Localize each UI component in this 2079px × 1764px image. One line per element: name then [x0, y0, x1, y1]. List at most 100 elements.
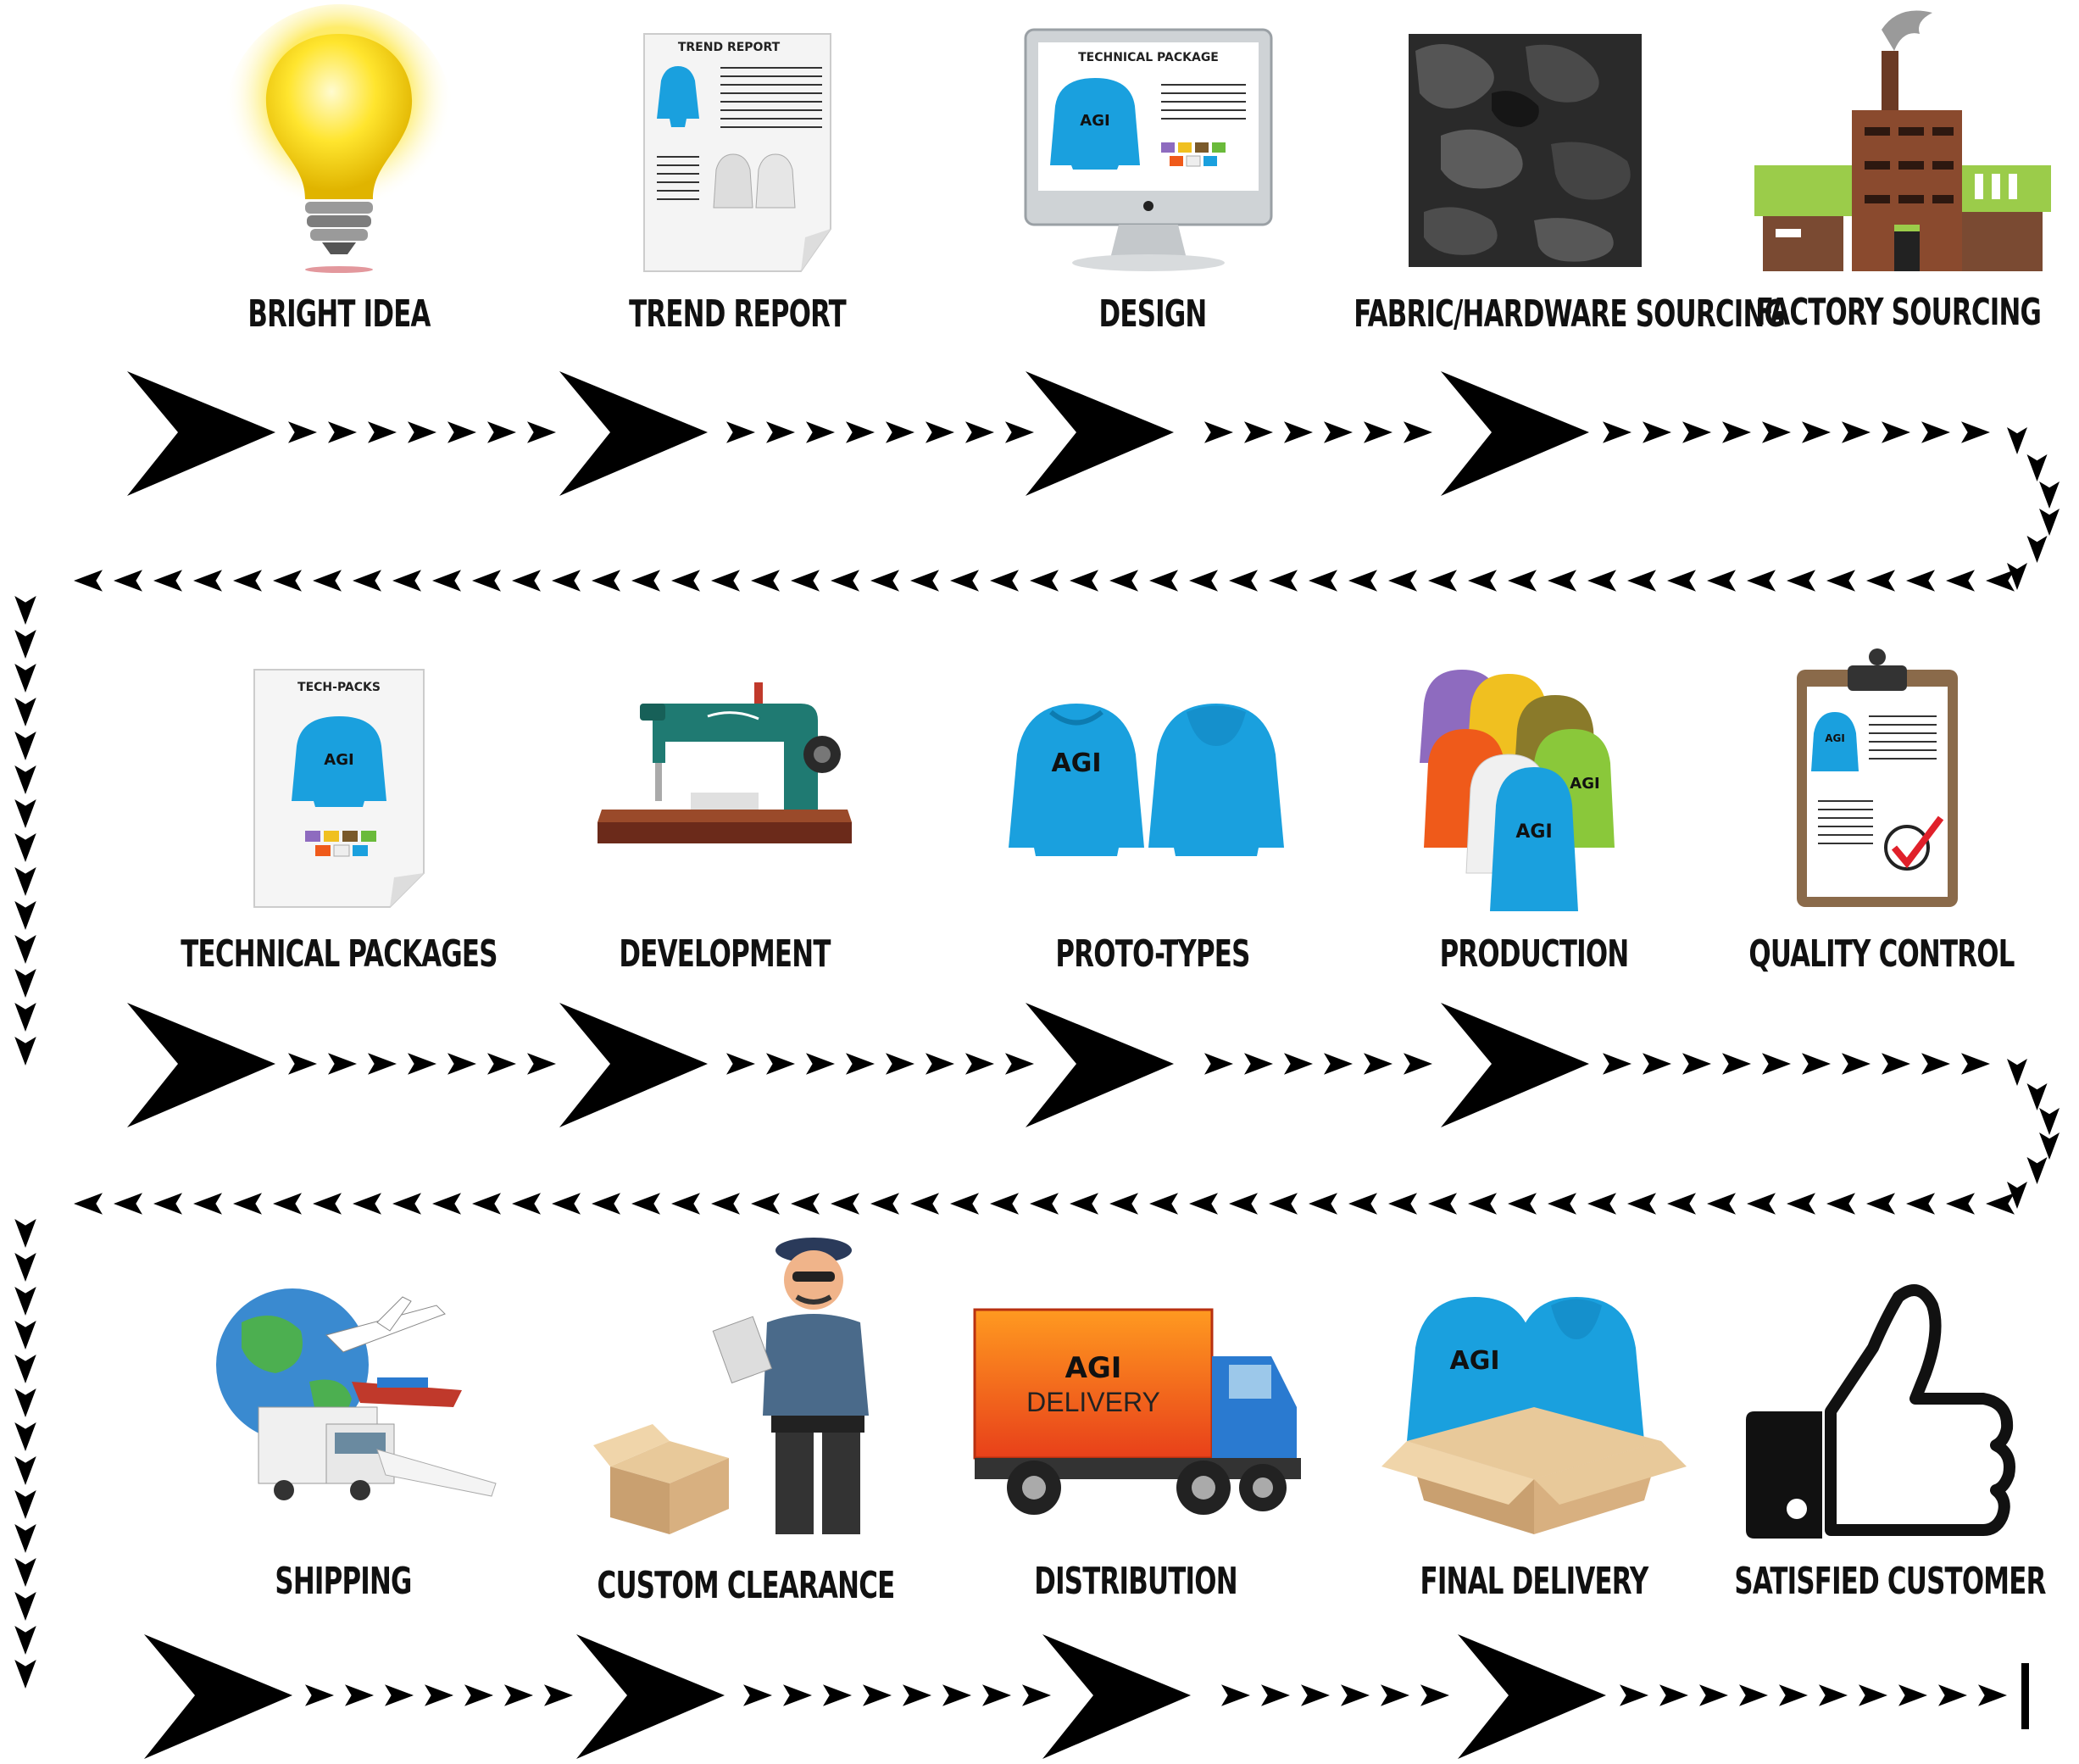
arrow-chevron: [1428, 570, 1457, 592]
arrow-chevron: [711, 570, 740, 592]
arrow-chevron: [1898, 1684, 1927, 1706]
arrow-chevron: [487, 421, 516, 443]
big-arrow: [559, 1003, 708, 1127]
arrow-chevron: [1747, 1193, 1776, 1215]
arrow-chevron: [1244, 1053, 1273, 1075]
arrow-chevron: [831, 1193, 859, 1215]
arrow-chevron: [447, 421, 476, 443]
arrow-chevron: [1866, 570, 1895, 592]
arrow-chevron: [1802, 1053, 1831, 1075]
lightbulb-icon: [153, 0, 525, 280]
globe-transport-icon: [157, 1272, 530, 1551]
arrow-chevron: [1707, 570, 1736, 592]
customs-officer-icon: [559, 1229, 932, 1551]
arrow-chevron: [1548, 570, 1576, 592]
svg-text:TECH-PACKS: TECH-PACKS: [297, 681, 381, 694]
arrow-chevron: [353, 1193, 381, 1215]
arrow-chevron: [14, 1355, 36, 1383]
arrow-chevron: [74, 1193, 103, 1215]
arrow-chevron: [1961, 421, 1990, 443]
svg-text:AGI: AGI: [1065, 1351, 1122, 1385]
big-arrow: [1441, 371, 1589, 496]
arrow-chevron: [1022, 1684, 1051, 1706]
arrow-chevron: [1643, 421, 1671, 443]
arrow-chevron: [823, 1684, 852, 1706]
arrow-chevron: [2039, 1108, 2060, 1135]
arrow-chevron: [1005, 421, 1034, 443]
arrow-chevron: [1149, 1193, 1178, 1215]
step-label: TECHNICAL PACKAGES: [181, 932, 498, 976]
arrow-chevron: [14, 664, 36, 693]
arrow-chevron: [487, 1053, 516, 1075]
arrow-chevron: [2026, 454, 2048, 481]
arrow-chevron: [1404, 421, 1432, 443]
arrow-chevron: [1348, 570, 1377, 592]
arrow-chevron: [631, 1193, 660, 1215]
arrow-chevron: [1261, 1684, 1290, 1706]
arrow-chevron: [1699, 1684, 1728, 1706]
step-label: QUALITY CONTROL: [1748, 932, 2015, 976]
arrow-chevron: [751, 1193, 780, 1215]
arrow-chevron: [14, 1422, 36, 1451]
arrow-chevron: [14, 765, 36, 794]
arrow-chevron: [1229, 1193, 1258, 1215]
arrow-chevron: [671, 570, 700, 592]
arrow-chevron: [1882, 1053, 1910, 1075]
hoodies-icon: AGI: [966, 653, 1339, 932]
arrow-chevron: [1070, 570, 1098, 592]
arrow-chevron: [791, 570, 820, 592]
arrow-chevron: [432, 1193, 461, 1215]
arrow-chevron: [153, 1193, 182, 1215]
arrow-chevron: [408, 1053, 436, 1075]
arrow-chevron: [1802, 421, 1831, 443]
arrow-chevron: [345, 1684, 374, 1706]
arrow-chevron: [1906, 1193, 1935, 1215]
arrow-chevron: [1149, 570, 1178, 592]
big-arrow: [576, 1634, 725, 1759]
arrow-chevron: [1229, 570, 1258, 592]
arrow-chevron: [392, 570, 421, 592]
arrow-chevron: [2007, 563, 2027, 590]
arrow-chevron: [552, 1193, 581, 1215]
arrow-chevron: [1508, 570, 1537, 592]
svg-text:AGI: AGI: [1825, 732, 1845, 744]
arrow-chevron: [1986, 570, 2015, 592]
svg-text:AGI: AGI: [1515, 821, 1552, 843]
arrow-chevron: [552, 570, 581, 592]
arrow-chevron: [1978, 1684, 2007, 1706]
arrow-chevron: [1341, 1684, 1370, 1706]
arrow-chevron: [2039, 509, 2060, 536]
arrow-chevron: [806, 421, 835, 443]
arrow-chevron: [671, 1193, 700, 1215]
arrow-chevron: [1627, 1193, 1656, 1215]
arrow-chevron: [846, 421, 875, 443]
arrow-chevron: [910, 570, 939, 592]
arrow-chevron: [903, 1684, 931, 1706]
arrow-chevron: [942, 1684, 971, 1706]
arrow-chevron: [527, 421, 556, 443]
arrow-chevron: [447, 1053, 476, 1075]
arrow-chevron: [464, 1684, 493, 1706]
big-arrow: [1458, 1634, 1606, 1759]
arrow-chevron: [1826, 570, 1855, 592]
arrow-chevron: [863, 1684, 892, 1706]
arrow-chevron: [1587, 1193, 1616, 1215]
arrow-chevron: [783, 1684, 812, 1706]
arrow-chevron: [1301, 1684, 1330, 1706]
arrow-chevron: [766, 421, 795, 443]
arrow-chevron: [14, 1388, 36, 1417]
arrow-chevron: [273, 570, 302, 592]
arrow-chevron: [1667, 570, 1696, 592]
arrow-chevron: [766, 1053, 795, 1075]
arrow-chevron: [1468, 570, 1497, 592]
arrow-chevron: [1882, 421, 1910, 443]
arrow-chevron: [1468, 1193, 1497, 1215]
arrow-chevron: [2007, 427, 2027, 454]
arrow-chevron: [1826, 1193, 1855, 1215]
arrow-chevron: [1204, 1053, 1233, 1075]
step-label: SATISFIED CUSTOMER: [1734, 1560, 2046, 1603]
arrow-chevron: [926, 1053, 954, 1075]
sewing-machine-icon: [538, 653, 911, 932]
arrow-chevron: [544, 1684, 573, 1706]
